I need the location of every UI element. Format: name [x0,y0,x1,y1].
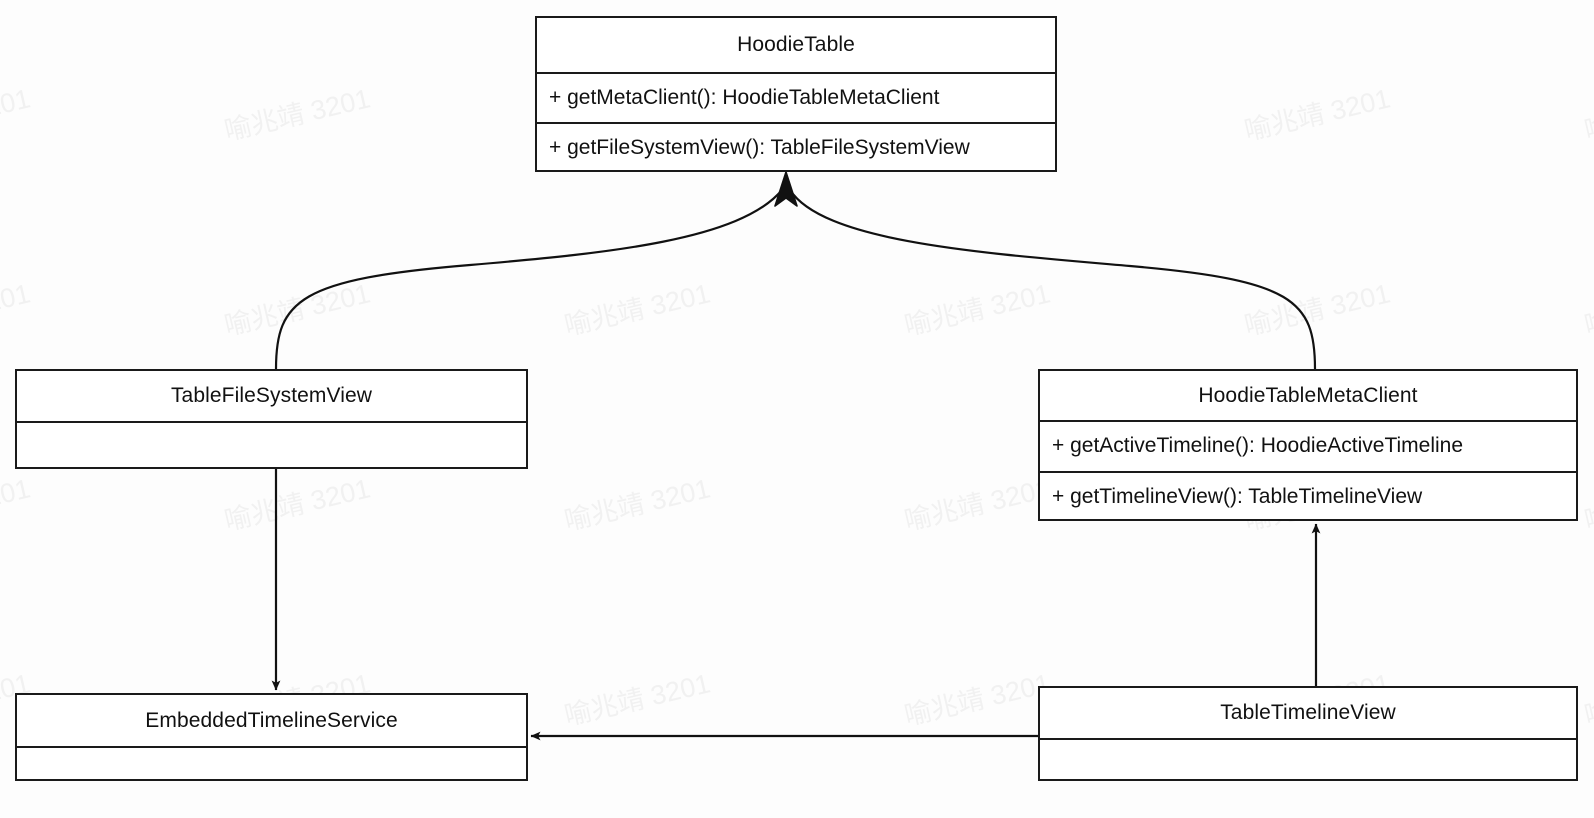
class-box-hoodie-table-meta-client[interactable]: HoodieTableMetaClient + getActiveTimeline… [1038,369,1578,521]
class-members-table-file-system-view [17,421,526,469]
class-members-empty-table-file-system-view [17,423,526,469]
class-members-hoodie-table-meta-client: + getActiveTimeline(): HoodieActiveTimel… [1040,420,1576,521]
watermark-text: 喻兆靖 3201 [221,278,374,342]
class-members-table-timeline-view [1040,738,1576,781]
class-members-embedded-timeline-service [17,746,526,781]
arrowhead-into-hoodietable [774,171,798,207]
watermark-text: 喻兆靖 3201 [0,278,34,341]
class-title-embedded-timeline-service: EmbeddedTimelineService [145,708,398,732]
edge-filesystemview-to-hoodietable [274,189,783,370]
watermark-text: 喻兆靖 3201 [0,473,34,536]
class-title-table-file-system-view: TableFileSystemView [170,384,373,407]
class-title-table-timeline-view: TableTimelineView [1220,701,1396,724]
watermark-text: 喻兆靖 3201 [1241,83,1394,147]
watermark-text: 喻兆靖 3201 [221,473,374,537]
class-title-hoodie-table: HoodieTable [737,33,855,56]
watermark-text: 喻兆靖 3201 [901,668,1054,732]
watermark-text: 喻兆靖 3201 [901,278,1054,342]
watermark-text: 喻兆靖 3201 [561,668,714,732]
class-box-embedded-timeline-service[interactable]: EmbeddedTimelineService [15,693,528,781]
class-box-hoodie-table[interactable]: HoodieTable + getMetaClient(): HoodieTabl… [535,16,1057,172]
watermark-text: 喻兆靖 3201 [1581,278,1594,342]
watermark-text: 喻兆靖 3201 [561,278,714,342]
watermark-text: 喻兆靖 3201 [901,473,1054,537]
class-members-empty-table-timeline-view [1040,740,1576,781]
class-member-row: + getTimelineView(): TableTimelineView [1040,470,1576,522]
class-members-empty-embedded-timeline-service [17,748,526,781]
class-members-hoodie-table: + getMetaClient(): HoodieTableMetaClient… [537,72,1055,172]
watermark-text: 喻兆靖 3201 [1581,668,1594,732]
class-title-hoodie-table-meta-client: HoodieTableMetaClient [1198,383,1418,407]
watermark-text: 喻兆靖 3201 [1581,473,1594,537]
class-member-row: + getMetaClient(): HoodieTableMetaClient [549,86,940,109]
class-member-row: + getActiveTimeline(): HoodieActiveTimel… [1052,434,1464,458]
edge-metaclient-to-hoodietable [789,189,1317,370]
class-box-table-timeline-view[interactable]: TableTimelineView [1038,686,1578,781]
class-member-row: + getFileSystemView(): TableFileSystemVi… [537,122,1055,172]
watermark-text: 喻兆靖 3201 [561,473,714,537]
watermark-text: 喻兆靖 3201 [0,83,34,146]
watermark-text: 喻兆靖 3201 [1241,278,1394,342]
watermark-text: 喻兆靖 3201 [1581,83,1594,147]
watermark-text: 喻兆靖 3201 [221,83,374,147]
class-box-table-file-system-view[interactable]: TableFileSystemView [15,369,528,469]
